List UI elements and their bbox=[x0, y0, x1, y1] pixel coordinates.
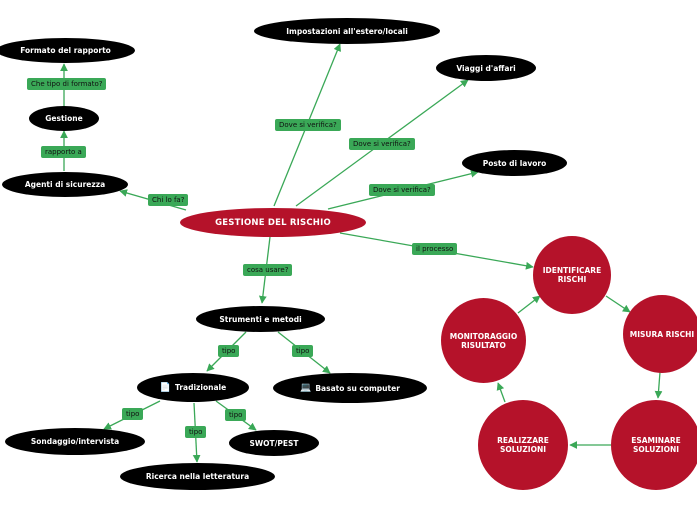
label-tipo-5: tipo bbox=[225, 409, 247, 421]
node-impostazioni[interactable]: Impostazioni all'estero/locali bbox=[254, 18, 440, 44]
label-cosa-usare: cosa usare? bbox=[243, 264, 293, 276]
laptop-icon: 💻 bbox=[300, 383, 312, 393]
label-tipo-4: tipo bbox=[185, 426, 207, 438]
label-che-tipo: Che tipo di formato? bbox=[27, 78, 107, 90]
node-formato[interactable]: Formato del rapporto bbox=[0, 38, 135, 63]
document-icon: 📄 bbox=[159, 382, 172, 393]
label-tipo-1: tipo bbox=[218, 345, 240, 357]
edge-realizzare-monitoraggio bbox=[496, 382, 506, 403]
label-il-processo: il processo bbox=[412, 243, 458, 255]
node-ricerca[interactable]: Ricerca nella letteratura bbox=[120, 463, 275, 490]
node-central[interactable]: GESTIONE DEL RISCHIO bbox=[180, 208, 366, 237]
cycle-misura[interactable]: MISURA RISCHI bbox=[623, 295, 697, 373]
node-computer[interactable]: 💻 Basato su computer bbox=[273, 373, 427, 403]
cycle-identificare[interactable]: IDENTIFICARE RISCHI bbox=[533, 236, 611, 314]
node-viaggi[interactable]: Viaggi d'affari bbox=[436, 55, 536, 81]
node-posto[interactable]: Posto di lavoro bbox=[462, 150, 567, 176]
label-tipo-2: tipo bbox=[292, 345, 314, 357]
label-dove-3: Dove si verifica? bbox=[369, 184, 435, 196]
node-tradizionale-label: Tradizionale bbox=[175, 383, 227, 392]
node-gestione[interactable]: Gestione bbox=[29, 106, 99, 131]
node-tradizionale[interactable]: 📄 Tradizionale bbox=[137, 373, 249, 402]
label-chi-lo-fa: Chi lo fa? bbox=[148, 194, 189, 206]
cycle-monitoraggio[interactable]: MONITORAGGIO RISULTATO bbox=[441, 298, 526, 383]
edge-monitoraggio-identificare bbox=[517, 295, 541, 314]
node-agenti[interactable]: Agenti di sicurezza bbox=[2, 172, 128, 197]
cycle-realizzare[interactable]: REALIZZARE SOLUZIONI bbox=[478, 400, 568, 490]
label-dove-2: Dove si verifica? bbox=[349, 138, 415, 150]
label-dove-1: Dove si verifica? bbox=[275, 119, 341, 131]
label-tipo-3: tipo bbox=[122, 408, 144, 420]
node-computer-label: Basato su computer bbox=[315, 383, 400, 393]
node-strumenti[interactable]: Strumenti e metodi bbox=[196, 306, 325, 332]
node-swot[interactable]: SWOT/PEST bbox=[229, 430, 319, 456]
node-sondaggio[interactable]: Sondaggio/intervista bbox=[5, 428, 145, 455]
edge-misura-esaminare bbox=[654, 371, 663, 399]
label-rapporto-a: rapporto a bbox=[41, 146, 86, 158]
cycle-esaminare[interactable]: ESAMINARE SOLUZIONI bbox=[611, 400, 697, 490]
edge-identificare-misura bbox=[605, 295, 631, 313]
